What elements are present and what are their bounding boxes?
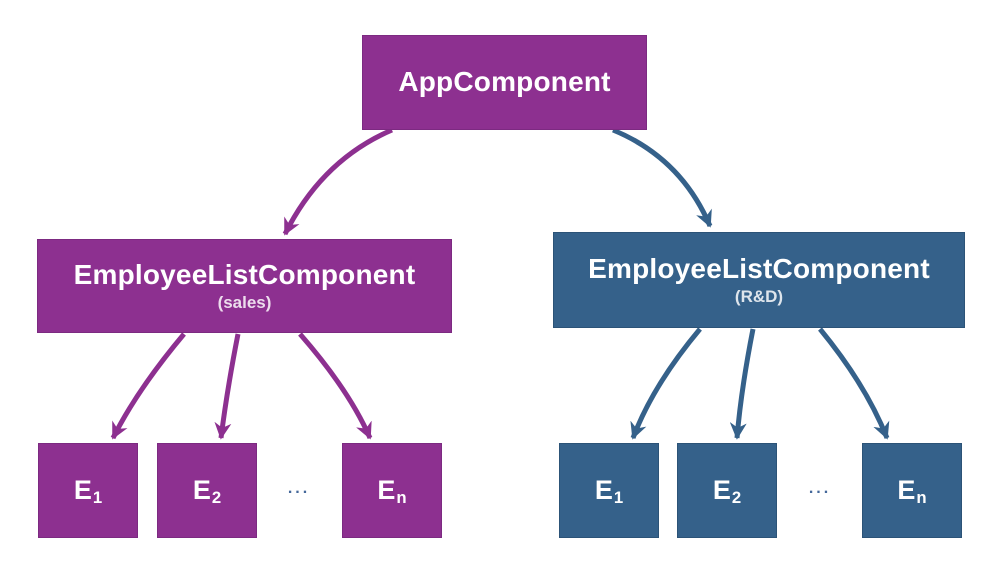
sales-ellipsis: ...: [287, 480, 311, 497]
sales-en-label: En: [377, 474, 407, 507]
rnd-employee-e1-node: E1: [559, 443, 659, 538]
rnd-en-label: En: [897, 474, 927, 507]
rnd-employee-en-node: En: [862, 443, 962, 538]
rnd-e1-label: E1: [594, 474, 624, 507]
sales-employee-en-node: En: [342, 443, 442, 538]
arrow-root-to-sales: [282, 127, 393, 236]
arrow-rnd-to-en: [818, 327, 890, 440]
arrow-sales-to-e2: [214, 333, 241, 440]
sales-e2-label: E2: [192, 474, 222, 507]
employee-list-sales-node: EmployeeListComponent (sales): [37, 239, 452, 333]
employee-list-rnd-label: EmployeeListComponent: [588, 253, 930, 285]
employee-list-sales-sublabel: (sales): [217, 293, 272, 313]
rnd-employee-e2-node: E2: [677, 443, 777, 538]
employee-list-rnd-node: EmployeeListComponent (R&D): [553, 232, 965, 328]
app-component-label: AppComponent: [398, 66, 611, 98]
rnd-e2-label: E2: [712, 474, 742, 507]
sales-employee-e1-node: E1: [38, 443, 138, 538]
employee-list-rnd-sublabel: (R&D): [734, 287, 784, 307]
arrow-sales-to-en: [298, 332, 373, 440]
sales-e1-label: E1: [73, 474, 103, 507]
arrow-sales-to-e1: [110, 332, 186, 440]
arrow-root-to-rnd: [612, 127, 713, 228]
employee-list-sales-label: EmployeeListComponent: [73, 259, 416, 291]
app-component-node: AppComponent: [362, 35, 647, 130]
rnd-ellipsis: ...: [808, 480, 832, 497]
arrow-rnd-to-e1: [630, 327, 702, 440]
sales-employee-e2-node: E2: [157, 443, 257, 538]
arrow-rnd-to-e2: [729, 328, 756, 440]
